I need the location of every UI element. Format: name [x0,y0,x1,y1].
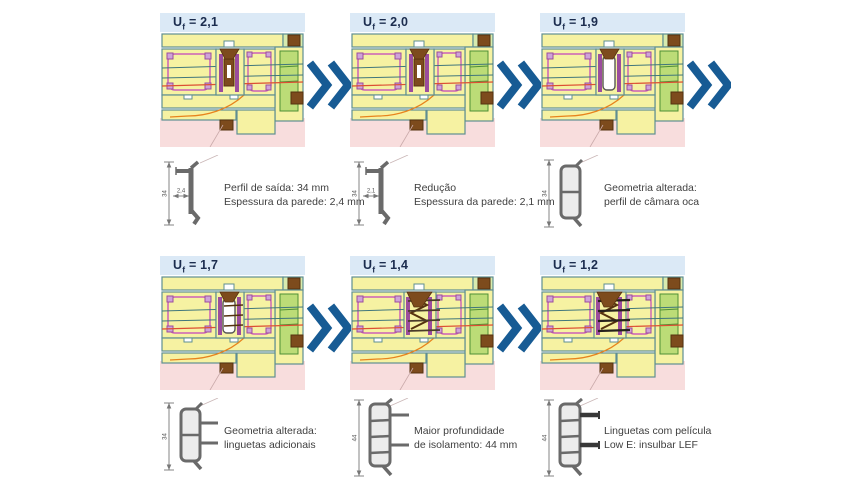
detail-annotation: 44 Linguetas com película Low E: insulba… [540,398,711,482]
annotation-line: Low E: insulbar LEF [604,439,698,451]
double-chevron-icon [496,303,544,353]
detail-annotation: 34 Geometria alterada: linguetas adicion… [160,398,317,482]
annotation-text: Geometria alterada: linguetas adicionais [224,424,317,457]
detail-drawing-svg: 44 [543,398,600,477]
annotation-line: linguetas adicionais [224,439,316,451]
uf-label: Uf = 1,7 [173,258,219,275]
annotation-line: Redução [414,181,457,194]
dimension-label: 2,1 [367,189,376,195]
next-step-arrow [686,59,734,111]
annotation-text: Linguetas com película Low E: insulbar L… [604,424,711,457]
double-chevron-icon [686,60,734,110]
double-chevron-icon [306,60,354,110]
double-chevron-icon [496,60,544,110]
double-chevron-icon [306,303,354,353]
annotation-line: de isolamento: 44 mm [414,439,518,451]
cross-section-drawing-svg [540,275,685,390]
uf-label: Uf = 1,2 [553,258,599,275]
detail-drawing-svg: 34 [543,155,599,228]
uf-value-header: Uf = 1,9 [540,13,685,32]
annotation-line: Espessura da parede: 2,4 mm [224,196,365,208]
profile-cross-section [350,32,495,147]
profile-detail-drawing: 34 [160,398,224,482]
panel-step-6: Uf = 1,2 44 Linguetas com película Low E… [540,256,711,482]
annotation-line: perfil de câmara oca [604,196,700,208]
uf-label: Uf = 2,0 [363,15,409,32]
dimension-label: 44 [353,434,359,441]
detail-drawing-svg: 34 [163,398,219,471]
uf-value-header: Uf = 2,0 [350,13,495,32]
uf-label: Uf = 1,4 [363,258,409,275]
profile-cross-section [350,275,495,390]
profile-detail-drawing: 44 [540,398,604,482]
panel-step-4: Uf = 1,7 34 Geometria alterada: lingueta… [160,256,317,482]
cross-section-drawing-svg [350,275,495,390]
profile-cross-section [540,275,685,390]
dimension-label: 44 [543,434,549,441]
panel-step-5: Uf = 1,4 44 Maior profundidade de isolam… [350,256,517,482]
uf-value-header: Uf = 2,1 [160,13,305,32]
profile-cross-section [540,32,685,147]
detail-annotation: 44 Maior profundidade de isolamento: 44 … [350,398,517,482]
detail-drawing-svg: 44 [353,398,409,477]
dimension-label: 34 [353,190,359,197]
uf-value-header: Uf = 1,7 [160,256,305,275]
cross-section-drawing-svg [160,32,305,147]
profile-detail-drawing: 34 [540,155,604,239]
next-step-arrow [306,59,354,111]
annotation-line: Maior profundidade [414,424,505,437]
annotation-line: Linguetas com película [604,424,712,437]
dimension-label: 2,4 [177,189,186,195]
annotation-text: Perfil de saída: 34 mm Espessura da pare… [224,181,365,214]
dimension-label: 34 [163,190,169,197]
detail-annotation: 34 Geometria alterada: perfil de câmara … [540,155,699,239]
annotation-line: Geometria alterada: [604,181,697,194]
profile-detail-drawing: 44 [350,398,414,482]
uf-value-header: Uf = 1,4 [350,256,495,275]
annotation-line: Espessura da parede: 2,1 mm [414,196,555,208]
annotation-text: Redução Espessura da parede: 2,1 mm [414,181,555,214]
profile-cross-section [160,32,305,147]
uf-value-header: Uf = 1,2 [540,256,685,275]
uf-label: Uf = 1,9 [553,15,599,32]
dimension-label: 34 [543,190,549,197]
profile-cross-section [160,275,305,390]
annotation-text: Maior profundidade de isolamento: 44 mm [414,424,517,457]
annotation-line: Perfil de saída: 34 mm [224,181,330,194]
annotation-line: Geometria alterada: [224,424,317,437]
annotation-text: Geometria alterada: perfil de câmara oca [604,181,699,214]
cross-section-drawing-svg [350,32,495,147]
dimension-label: 34 [163,433,169,440]
next-step-arrow [496,302,544,354]
cross-section-drawing-svg [160,275,305,390]
uf-label: Uf = 2,1 [173,15,219,32]
next-step-arrow [306,302,354,354]
cross-section-drawing-svg [540,32,685,147]
panel-step-3: Uf = 1,9 34 Geometria alterada: perfil d… [540,13,699,239]
next-step-arrow [496,59,544,111]
